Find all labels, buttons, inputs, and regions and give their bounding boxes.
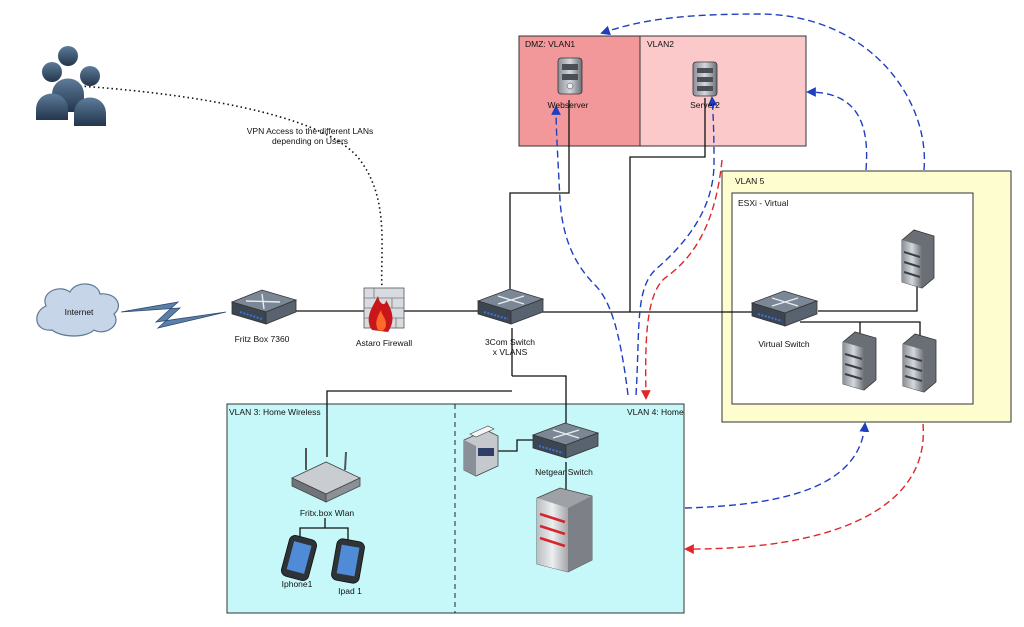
zone-vlan3-label: VLAN 3: Home Wireless [229, 407, 321, 417]
webserver-icon: Webserver [548, 57, 589, 110]
link-internet-fritz [120, 301, 227, 329]
flow-home-to-server2 [635, 96, 718, 396]
virtual-switch-icon: Virtual Switch [750, 290, 819, 349]
ipad-label: Ipad 1 [338, 586, 362, 596]
switch-3com-label-line2: x VLANS [493, 347, 528, 357]
esxi-server-icon [902, 333, 937, 393]
flow-vlan5-to-home [684, 423, 924, 554]
users-icon [36, 46, 106, 126]
printer-icon [463, 425, 499, 477]
internet-cloud-icon: Internet [36, 283, 119, 337]
fritz-wlan-label: Fritx.box Wlan [300, 508, 355, 518]
fritz-box-label: Fritz Box 7360 [235, 334, 290, 344]
esxi-server-icon [901, 229, 935, 289]
vpn-annotation-line1: VPN Access to the different LANs [247, 126, 373, 136]
firewall-icon: Astaro Firewall [356, 287, 412, 348]
link-to-netgear [512, 375, 567, 423]
zone-vlan4-label: VLAN 4: Home [627, 407, 684, 417]
zone-esxi-label: ESXi - Virtual [738, 198, 789, 208]
wifi-router-icon: Fritx.box Wlan [291, 448, 361, 518]
switch-3com-label-line1: 3Com Switch [485, 337, 535, 347]
traffic-flows [551, 13, 926, 554]
webserver-label: Webserver [548, 100, 589, 110]
zone-dmz-label: DMZ: VLAN1 [525, 39, 575, 49]
flow-home-to-vlan5 [684, 422, 870, 509]
network-links [295, 98, 921, 541]
flow-server2-to-home [640, 159, 723, 400]
flow-vlan5-to-vlan2 [806, 87, 868, 171]
link-vswitch-servers-bc [800, 321, 921, 336]
iphone-label: Iphone1 [282, 579, 313, 589]
internet-label: Internet [65, 307, 94, 317]
netgear-label: Netgear Switch [535, 467, 593, 477]
vpn-access-path [79, 85, 383, 291]
switch-3com-icon: 3Com Switch x VLANS [476, 288, 545, 357]
fritz-box-router-icon: Fritz Box 7360 [230, 289, 298, 344]
link-wlan-ipad [325, 527, 349, 541]
zone-vlan5-label: VLAN 5 [735, 176, 765, 186]
vpn-annotation-line2: depending on Users [272, 136, 348, 146]
link-to-wlan [326, 390, 512, 457]
link-wlan-iphone [299, 518, 326, 537]
flow-vlan5-to-dmz [600, 13, 926, 171]
esxi-server-icon [842, 331, 877, 391]
server2-label: Server2 [690, 100, 720, 110]
link-switch-server2 [629, 98, 706, 312]
zone-vlan2-label: VLAN2 [647, 39, 674, 49]
netgear-switch-icon: Netgear Switch [531, 422, 600, 477]
firewall-label: Astaro Firewall [356, 338, 412, 348]
iphone-icon: Iphone1 [280, 535, 318, 589]
virtual-switch-label: Virtual Switch [758, 339, 810, 349]
vpn-annotation: VPN Access to the different LANs dependi… [247, 126, 373, 146]
server2-icon: Server2 [690, 61, 720, 110]
zone-vlan2: VLAN2 [639, 35, 807, 147]
link-printer-netgear [498, 439, 533, 452]
home-server-icon [536, 487, 593, 573]
ipad-icon: Ipad 1 [331, 538, 365, 596]
link-switch-webserver [509, 100, 570, 296]
flow-home-to-webserver [551, 105, 629, 396]
